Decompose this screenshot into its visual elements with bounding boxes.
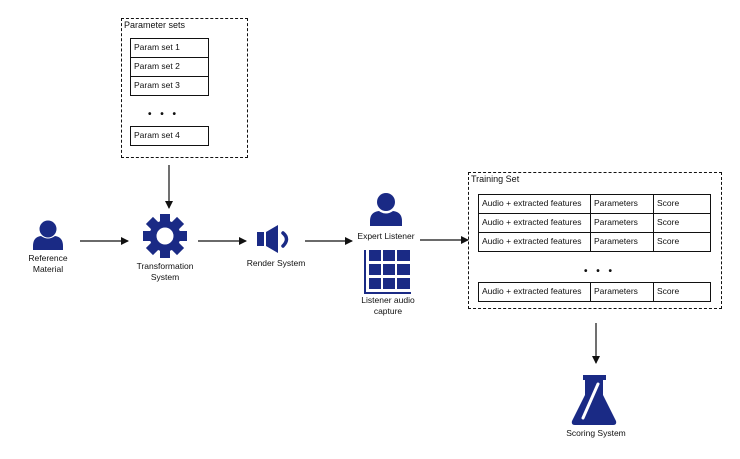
person-icon — [370, 193, 402, 226]
label-line: Listener audio — [361, 295, 415, 305]
grid-icon — [364, 250, 411, 294]
score-cell: Score — [653, 232, 711, 252]
flask-icon — [571, 375, 617, 425]
parameters-cell: Parameters — [590, 232, 654, 252]
speaker-icon — [257, 225, 289, 253]
label-line: Scoring System — [566, 428, 626, 438]
reference-material-label: Reference Material — [18, 253, 78, 275]
parameter-sets-title: Parameter sets — [124, 20, 186, 30]
label-line: System — [150, 272, 180, 282]
parameter-sets-container — [121, 18, 248, 158]
label-line: Reference — [28, 253, 68, 263]
label-line: Render System — [246, 258, 306, 268]
render-system-label: Render System — [238, 258, 314, 269]
parameters-cell: Parameters — [590, 282, 654, 302]
score-cell: Score — [653, 282, 711, 302]
param-set-item: Param set 4 — [130, 126, 209, 146]
transformation-system-label: Transformation System — [130, 261, 200, 283]
label-line: Expert Listener — [357, 231, 415, 241]
param-sets-ellipsis: • • • — [148, 109, 180, 120]
expert-listener-label: Expert Listener — [350, 231, 422, 242]
param-set-item: Param set 3 — [130, 76, 209, 96]
gear-icon — [143, 214, 187, 258]
scoring-system-label: Scoring System — [556, 428, 636, 439]
training-set-ellipsis: • • • — [584, 266, 616, 277]
listener-audio-capture-label: Listener audio capture — [350, 295, 426, 317]
label-line: Transformation — [136, 261, 194, 271]
label-line: Material — [32, 264, 64, 274]
training-set-title: Training Set — [471, 174, 520, 184]
person-icon — [33, 220, 63, 250]
label-line: capture — [373, 306, 403, 316]
